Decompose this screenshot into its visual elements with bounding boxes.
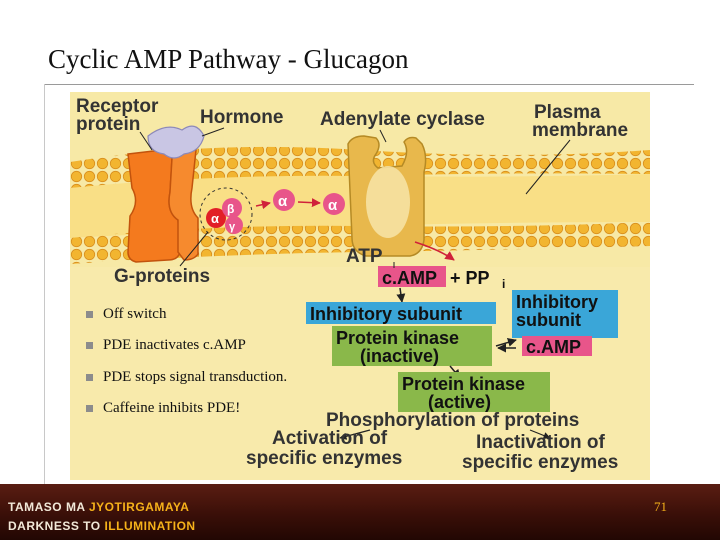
svg-text:Inhibitory: Inhibitory bbox=[516, 292, 598, 312]
svg-text:c.AMP: c.AMP bbox=[382, 268, 437, 288]
svg-text:α: α bbox=[328, 197, 338, 214]
svg-text:(inactive): (inactive) bbox=[360, 346, 439, 366]
slide-title: Cyclic AMP Pathway - Glucagon bbox=[48, 44, 409, 74]
svg-text:γ: γ bbox=[229, 221, 236, 233]
svg-text:Receptor: Receptor bbox=[76, 96, 159, 117]
svg-text:specific enzymes: specific enzymes bbox=[246, 448, 402, 469]
bullet-marker bbox=[86, 342, 93, 349]
page-number: 71 bbox=[654, 499, 667, 514]
inhibitory-subunit-box bbox=[306, 302, 496, 324]
svg-text:Protein kinase: Protein kinase bbox=[336, 328, 459, 348]
footer-motto-line1: TAMASO MA JYOTIRGAMAYA bbox=[8, 500, 190, 514]
g-protein-complex: α β γ bbox=[206, 198, 243, 234]
svg-text:specific enzymes: specific enzymes bbox=[462, 452, 618, 473]
svg-text:α: α bbox=[211, 211, 219, 226]
adenylate-cyclase bbox=[347, 135, 427, 257]
left-divider bbox=[44, 84, 45, 484]
svg-text:Phosphorylation of proteins: Phosphorylation of proteins bbox=[326, 410, 579, 431]
svg-text:Hormone: Hormone bbox=[200, 107, 283, 128]
inhibitory-subunit-released-box bbox=[512, 290, 618, 338]
camp-pathway-diagram: α β γ α α Receptor protein Hormone Adeny… bbox=[70, 92, 650, 480]
svg-text:G-proteins: G-proteins bbox=[114, 266, 210, 287]
g-alpha-bound: α bbox=[323, 193, 345, 215]
hormone-molecule bbox=[147, 125, 205, 159]
svg-text:(active): (active) bbox=[428, 392, 491, 412]
svg-text:Activation of: Activation of bbox=[272, 428, 388, 449]
svg-text:+ PP: + PP bbox=[450, 268, 490, 288]
svg-text:Inactivation of: Inactivation of bbox=[476, 432, 605, 453]
footer-banner bbox=[0, 484, 720, 540]
footer-motto-line2: DARKNESS TO ILLUMINATION bbox=[8, 519, 196, 533]
bullet-marker bbox=[86, 405, 93, 412]
svg-text:Protein kinase: Protein kinase bbox=[402, 374, 525, 394]
bullet-marker bbox=[86, 374, 93, 381]
svg-text:protein: protein bbox=[76, 114, 140, 135]
bullet-marker bbox=[86, 311, 93, 318]
camp-box bbox=[378, 266, 446, 287]
svg-text:i: i bbox=[502, 277, 505, 291]
receptor-protein bbox=[127, 141, 199, 263]
svg-text:α: α bbox=[278, 193, 288, 210]
camp-bound-box bbox=[522, 336, 592, 356]
svg-text:Inhibitory subunit: Inhibitory subunit bbox=[310, 304, 462, 324]
svg-text:Plasma: Plasma bbox=[534, 102, 601, 123]
protein-kinase-inactive-box bbox=[332, 326, 492, 366]
svg-text:Adenylate cyclase: Adenylate cyclase bbox=[320, 109, 485, 130]
svg-text:subunit: subunit bbox=[516, 310, 581, 330]
svg-text:c.AMP: c.AMP bbox=[526, 337, 581, 357]
g-alpha-active: α bbox=[273, 189, 295, 211]
svg-text:ATP: ATP bbox=[346, 246, 383, 267]
title-divider bbox=[44, 84, 694, 85]
protein-kinase-active-box bbox=[398, 372, 550, 412]
svg-text:membrane: membrane bbox=[532, 120, 628, 141]
svg-text:β: β bbox=[227, 202, 234, 216]
